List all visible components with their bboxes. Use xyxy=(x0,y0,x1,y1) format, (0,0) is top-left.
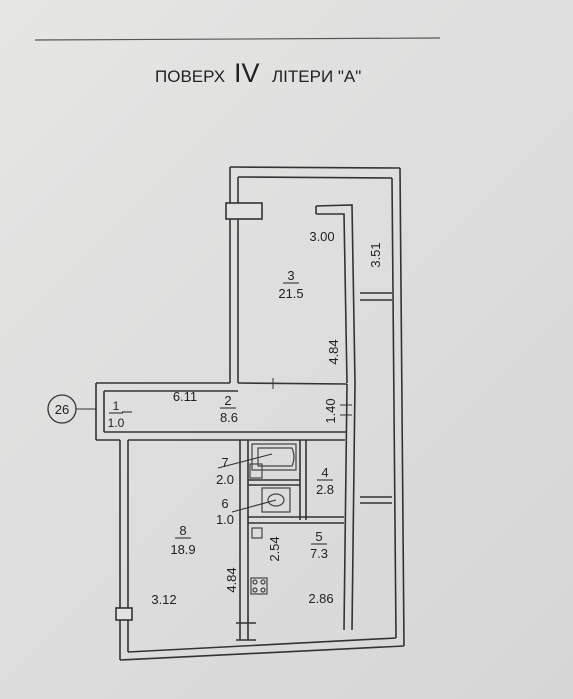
floor-title-numeral: IV xyxy=(234,58,260,88)
stove-icon xyxy=(250,577,268,595)
toilet-icon xyxy=(261,487,291,513)
room-1-area: 1.0 xyxy=(108,416,125,430)
room-4-number: 4 xyxy=(321,465,328,480)
bathtub-icon xyxy=(251,443,297,471)
dim-corridor-width: 1.40 xyxy=(323,398,338,423)
leader-lines xyxy=(122,411,277,513)
dimension-labels: 3.00 3.51 4.84 6.11 1.40 2.54 4.84 3.12 … xyxy=(151,229,383,607)
room-3-area: 21.5 xyxy=(278,286,303,301)
kitchen-sink-icon xyxy=(251,527,263,539)
room-6-number: 6 xyxy=(221,496,228,511)
room-5-area: 7.3 xyxy=(310,546,328,561)
floor-title-prefix: ПОВЕРХ xyxy=(155,67,225,86)
header-rule xyxy=(34,37,441,41)
room-2-area: 8.6 xyxy=(220,410,238,425)
room-5-number: 5 xyxy=(315,529,322,544)
room-7-area: 2.0 xyxy=(216,472,234,487)
walls xyxy=(95,166,405,661)
dimension-ticks xyxy=(272,378,352,416)
sink-icon xyxy=(249,463,263,479)
dim-room8-width: 3.12 xyxy=(151,592,176,607)
floor-title-suffix: ЛІТЕРИ "А" xyxy=(272,67,361,86)
room-4-area: 2.8 xyxy=(316,482,334,497)
dim-room5-depth: 2.54 xyxy=(267,536,282,561)
dim-room3-width: 3.00 xyxy=(309,229,334,244)
dim-tower-right: 3.51 xyxy=(368,242,383,267)
room-3-number: 3 xyxy=(287,268,294,283)
room-1-number: 1 xyxy=(113,399,120,413)
room-7-number: 7 xyxy=(221,455,228,470)
dim-room3-height: 4.84 xyxy=(326,339,341,364)
room-8-area: 18.9 xyxy=(170,542,195,557)
dim-corridor-length: 6.11 xyxy=(173,389,197,404)
dim-room8-height: 4.84 xyxy=(224,567,239,592)
room-8-number: 8 xyxy=(179,523,186,538)
apartment-number: 26 xyxy=(55,402,69,417)
dim-room5-width: 2.86 xyxy=(308,591,333,606)
room-6-area: 1.0 xyxy=(216,512,234,527)
room-labels: 3 21.5 1 1.0 2 8.6 7 2.0 6 1.0 4 2.8 5 7… xyxy=(108,268,334,561)
fixtures xyxy=(249,443,297,595)
room-2-number: 2 xyxy=(224,393,231,408)
